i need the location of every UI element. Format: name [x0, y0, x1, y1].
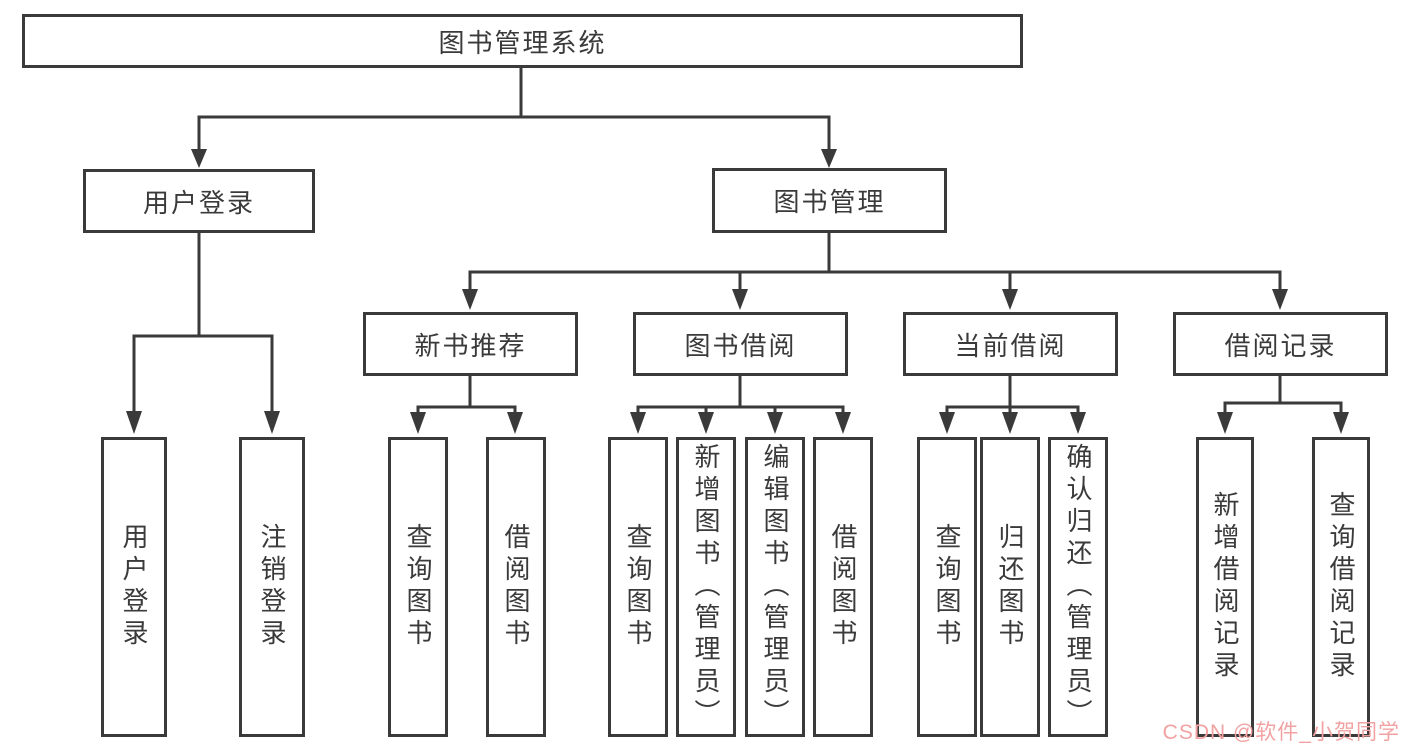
- edge-borrow-to-leaves: [630, 374, 851, 434]
- node-label: 注销登录: [257, 523, 287, 651]
- node-label: 新增借阅记录: [1210, 491, 1240, 683]
- node-current-borrow: 当前借阅: [903, 312, 1118, 376]
- arrow-down-icon: [939, 412, 955, 434]
- node-label: 借阅记录: [1224, 330, 1337, 361]
- node-book-borrow: 图书借阅: [633, 312, 848, 376]
- node-borrow-records: 借阅记录: [1173, 312, 1388, 376]
- node-label: 用户登录: [142, 187, 255, 218]
- node-label: 图书管理系统: [438, 27, 607, 58]
- node-label: 归还图书: [995, 523, 1025, 651]
- node-new-book-recommend: 新书推荐: [363, 312, 578, 376]
- arrow-down-icon: [1217, 412, 1233, 434]
- leaf-add-borrow-record: 新增借阅记录: [1196, 437, 1254, 737]
- node-label: 图书借阅: [684, 330, 797, 361]
- leaf-user-login: 用户登录: [101, 437, 167, 737]
- node-library-management-system: 图书管理系统: [22, 14, 1023, 68]
- arrow-down-icon: [1002, 412, 1018, 434]
- arrow-down-icon: [698, 412, 714, 434]
- arrow-down-icon: [191, 149, 207, 168]
- node-book-management: 图书管理: [712, 168, 947, 233]
- node-label: 图书管理: [773, 187, 886, 217]
- arrow-down-icon: [732, 289, 748, 310]
- leaf-return-book: 归还图书: [980, 437, 1040, 737]
- csdn-watermark: CSDN @软件_小贺同学: [1162, 721, 1400, 744]
- arrow-down-icon: [507, 412, 523, 434]
- arrow-down-icon: [1002, 289, 1018, 310]
- arrow-down-icon: [630, 412, 646, 434]
- leaf-query-books-recommend: 查询图书: [388, 437, 448, 737]
- node-label: 查询借阅记录: [1326, 491, 1356, 683]
- edge-root-to-level2: [191, 66, 837, 168]
- leaf-add-book-admin: 新增图书（管理员）: [676, 437, 736, 737]
- leaf-query-borrow-record: 查询借阅记录: [1312, 437, 1370, 737]
- node-label: 确认归还（管理员）: [1063, 443, 1093, 731]
- leaf-query-books-borrow: 查询图书: [608, 437, 668, 737]
- leaf-logout: 注销登录: [239, 437, 305, 737]
- node-label: 用户登录: [119, 523, 149, 651]
- node-label: 借阅图书: [501, 523, 531, 651]
- arrow-down-icon: [1333, 412, 1349, 434]
- arrow-down-icon: [264, 411, 280, 434]
- node-label: 新书推荐: [414, 330, 527, 361]
- edge-records-to-leaves: [1217, 374, 1349, 434]
- leaf-query-books-current: 查询图书: [917, 437, 977, 737]
- arrow-down-icon: [821, 149, 837, 168]
- arrow-down-icon: [835, 412, 851, 434]
- arrow-down-icon: [126, 411, 142, 434]
- node-label: 查询图书: [623, 523, 653, 651]
- arrow-down-icon: [1070, 412, 1086, 434]
- node-label: 当前借阅: [954, 330, 1067, 361]
- node-user-login: 用户登录: [83, 169, 315, 233]
- arrow-down-icon: [767, 412, 783, 434]
- edge-login-to-leaves: [126, 231, 280, 434]
- node-label: 查询图书: [932, 523, 962, 651]
- leaf-borrow-books: 借阅图书: [813, 437, 873, 737]
- arrow-down-icon: [1272, 289, 1288, 310]
- arrow-down-icon: [462, 289, 478, 310]
- node-label: 编辑图书（管理员）: [760, 443, 790, 731]
- leaf-borrow-books-recommend: 借阅图书: [486, 437, 546, 737]
- edge-recommend-to-leaves: [410, 374, 523, 434]
- node-label: 新增图书（管理员）: [691, 443, 721, 731]
- arrow-down-icon: [410, 412, 426, 434]
- edge-mgmt-to-level3: [462, 231, 1288, 310]
- edge-current-to-leaves: [939, 374, 1086, 434]
- leaf-edit-book-admin: 编辑图书（管理员）: [745, 437, 805, 737]
- node-label: 查询图书: [403, 523, 433, 651]
- leaf-confirm-return-admin: 确认归还（管理员）: [1048, 437, 1108, 737]
- node-label: 借阅图书: [828, 523, 858, 651]
